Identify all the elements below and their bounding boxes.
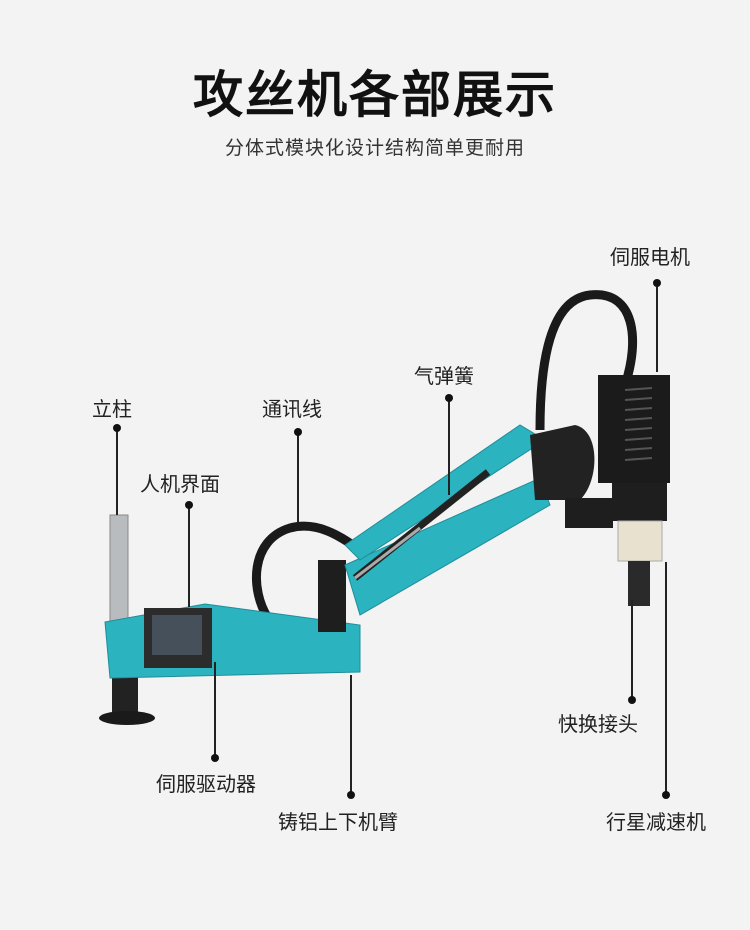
label-servo-motor: 伺服电机 [610, 245, 690, 269]
label-planetary-reducer: 行星减速机 [606, 810, 706, 834]
head-bracket [565, 498, 613, 528]
label-cast-arm: 铸铝上下机臂 [278, 810, 398, 834]
page-subtitle: 分体式模块化设计结构简单更耐用 [224, 137, 525, 159]
base-foot [112, 675, 138, 717]
label-quick-chuck: 快换接头 [558, 712, 638, 736]
planetary-reducer [617, 520, 663, 562]
base-foot-plate [99, 711, 155, 725]
lower-arm [344, 477, 551, 616]
label-gas-spring: 气弹簧 [414, 364, 474, 388]
motor-vents [624, 387, 653, 461]
leader-dots [113, 279, 670, 799]
quick-chuck [628, 561, 650, 606]
motor-cable [535, 290, 638, 431]
communication-cable [251, 521, 363, 621]
motor-mount [612, 483, 667, 521]
column [109, 514, 129, 626]
hmi-display [152, 615, 202, 655]
leader-lines [116, 283, 667, 795]
label-hmi: 人机界面 [140, 472, 220, 496]
label-comm-cable: 通讯线 [262, 397, 322, 421]
arm-pivot [318, 560, 346, 632]
label-column: 立柱 [92, 397, 132, 421]
arm-joint [530, 425, 595, 500]
page-title: 攻丝机各部展示 [193, 66, 557, 124]
label-servo-driver: 伺服驱动器 [156, 772, 256, 796]
gas-spring-rod [354, 526, 421, 580]
